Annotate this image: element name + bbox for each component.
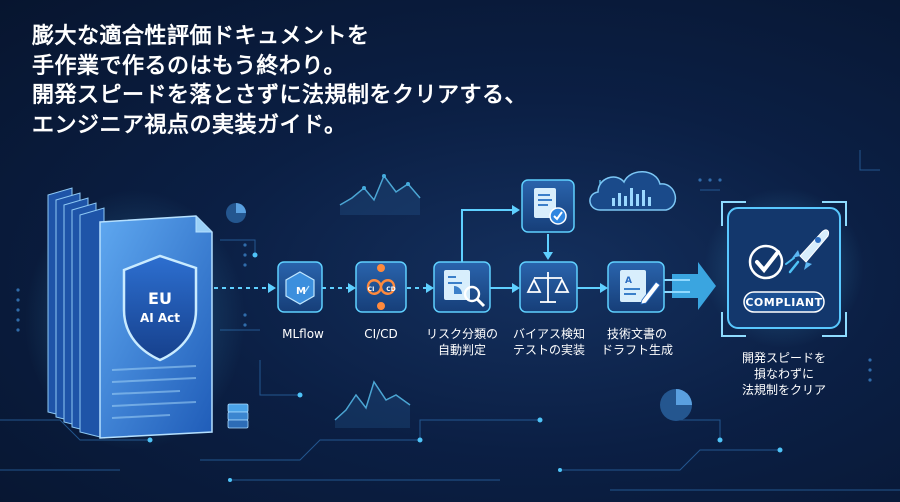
step-label-bias-line-2: テストの実装 — [512, 343, 585, 357]
step-label-mlflow-text: MLflow — [282, 327, 324, 341]
svg-text:A: A — [625, 276, 632, 286]
balance-scale-icon — [526, 272, 570, 303]
headline-line-4: エンジニア視点の実装ガイド。 — [32, 112, 347, 138]
document-check-icon — [534, 188, 567, 225]
step-label-bias-detection: バイアス検知 テストの実装 — [506, 326, 592, 358]
step-label-risk-line-2: 自動判定 — [437, 343, 486, 357]
compliant-result-panel: COMPLIANT — [704, 188, 864, 348]
document-check-step — [521, 179, 575, 233]
result-caption-line-1: 開発スピードを — [741, 351, 826, 365]
eu-ai-act-document-stack: EU AI Act — [25, 187, 245, 450]
trend-line-decoration-bottom — [334, 380, 411, 428]
mlflow-logo-icon: M — [285, 271, 315, 305]
headline-line-1: 膨大な適合性評価ドキュメントを — [32, 24, 370, 49]
step-label-risk-line-1: リスク分類の — [425, 327, 498, 341]
technical-document-step: A — [607, 261, 665, 313]
headline: 膨大な適合性評価ドキュメントを 手作業で作るのはもう終わり。 開発スピードを落と… — [32, 22, 527, 140]
cicd-step: CI CD — [355, 261, 407, 313]
step-label-cicd-text: CI/CD — [364, 327, 398, 341]
pie-chart-icon — [226, 203, 246, 223]
infinity-loop-icon — [366, 264, 396, 310]
step-label-bias-line-1: バイアス検知 — [512, 327, 585, 341]
cloud-data-icon — [589, 171, 677, 211]
checkmark-icon — [748, 244, 784, 280]
svg-text:M: M — [296, 286, 306, 297]
headline-line-2: 手作業で作るのはもう終わり。 — [32, 53, 346, 79]
result-caption: 開発スピードを 損なわずに 法規制をクリア — [730, 350, 838, 398]
shield-icon: EU AI Act — [122, 254, 198, 362]
step-label-technical-document: 技術文書の ドラフト生成 — [594, 326, 680, 358]
step-label-techdoc-line-2: ドラフト生成 — [600, 343, 673, 357]
dot-grid — [16, 178, 872, 382]
step-label-risk-classification: リスク分類の 自動判定 — [420, 326, 504, 358]
step-label-mlflow: MLflow — [278, 326, 328, 342]
data-layers-icon — [227, 403, 249, 429]
bias-detection-step — [519, 261, 578, 313]
document-ai-act-label: AI Act — [140, 311, 180, 325]
pie-chart-icon-large — [660, 389, 692, 421]
rocket-icon — [785, 229, 829, 274]
ci-badge-label: CI — [368, 286, 375, 293]
step-label-cicd: CI/CD — [356, 326, 406, 342]
mlflow-step: M — [277, 261, 323, 313]
risk-classification-step — [433, 261, 491, 313]
document-pen-icon: A — [620, 270, 661, 305]
result-caption-line-2: 損なわずに — [753, 367, 814, 381]
step-label-techdoc-line-1: 技術文書の — [606, 327, 667, 341]
compliant-badge: COMPLIANT — [745, 296, 822, 309]
cd-badge-label: CD — [386, 286, 395, 293]
magnifier-report-icon — [444, 270, 486, 308]
headline-line-3: 開発スピードを落とさずに法規制をクリアする、 — [32, 83, 528, 108]
result-caption-line-3: 法規制をクリア — [741, 383, 826, 397]
document-eu-label: EU — [148, 289, 172, 308]
trend-line-decoration — [339, 174, 421, 215]
